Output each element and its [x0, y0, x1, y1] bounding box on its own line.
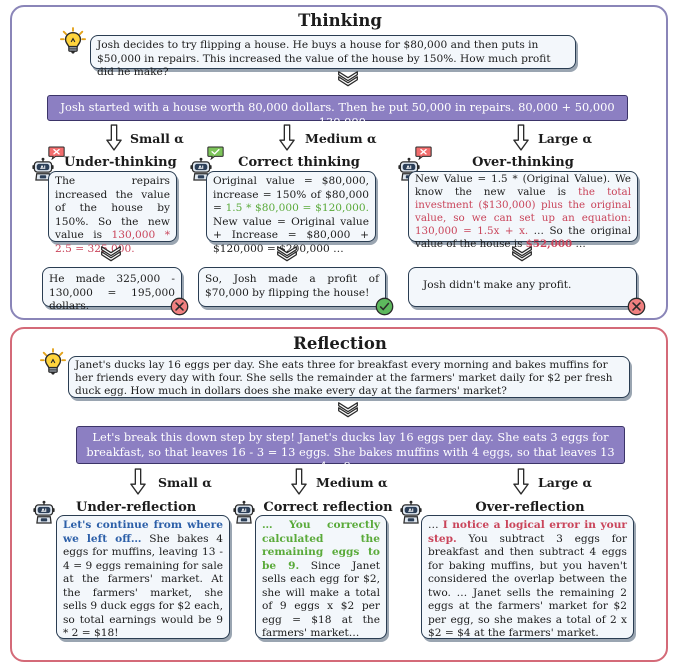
over-thinking-box: New Value = 1.5 * (Original Value). We k…: [408, 171, 638, 250]
under-reflection-highlight: Let's continue from where we left off…: [63, 519, 223, 545]
ai-robot-icon: [33, 500, 55, 524]
double-chevron-down-icon: [337, 401, 359, 418]
correct-thinking-highlight: 1.5 * $80,000 = $120,000.: [225, 202, 370, 215]
thinking-title: Thinking: [298, 11, 382, 30]
under-thinking-box: The repairs increased the value of the h…: [48, 171, 177, 255]
correct-reflection-text: Since Janet sells each egg for $2, she w…: [262, 559, 380, 640]
over-thinking-highlight: the total investment ($130,000) plus the…: [415, 185, 631, 237]
small-alpha-label: Small α: [158, 475, 212, 490]
down-arrow-icon: [130, 468, 146, 495]
correct-reflection-title: Correct reflection: [263, 500, 393, 515]
down-arrow-icon: [513, 468, 529, 495]
over-thinking-text-3: …: [572, 237, 586, 250]
correct-thinking-title: Correct thinking: [238, 155, 360, 170]
over-thinking-text: New Value = 1.5 * (Original Value). We k…: [415, 173, 631, 198]
thinking-panel: [10, 5, 668, 320]
medium-alpha-label: Medium α: [305, 131, 377, 146]
under-thinking-answer: He made 325,000 - 130,000 = 195,000 doll…: [49, 273, 175, 313]
thinking-question-box: Josh decides to try flipping a house. He…: [90, 35, 576, 78]
ai-robot-icon: [400, 500, 422, 524]
double-chevron-down-icon: [511, 245, 533, 262]
over-thinking-answer-box: Josh didn't make any profit.: [408, 267, 637, 307]
under-thinking-answer-box: He made 325,000 - 130,000 = 195,000 doll…: [42, 267, 182, 312]
correct-thinking-answer: So, Josh made a profit of $70,000 by fli…: [205, 273, 379, 299]
small-alpha-label: Small α: [130, 131, 184, 146]
reflection-step-text: Let's break this down step by step! Jane…: [86, 430, 615, 474]
double-chevron-down-icon: [337, 70, 359, 87]
under-reflection-text: She bakes 4 eggs for muffins, leaving 13…: [63, 532, 223, 640]
over-reflection-title: Over-reflection: [475, 500, 585, 515]
wrong-x-icon: [627, 297, 646, 316]
reflection-step-bar: Let's break this down step by step! Jane…: [76, 426, 625, 473]
under-reflection-title: Under-reflection: [76, 500, 197, 515]
under-thinking-title: Under-thinking: [64, 155, 177, 170]
down-arrow-icon: [279, 124, 295, 151]
lightbulb-icon: [40, 348, 66, 376]
over-reflection-highlight: I notice a logical error in your step.: [428, 519, 628, 545]
correct-reflection-box: … You correctly calculated the remaining…: [255, 515, 387, 639]
correct-check-icon: [375, 297, 394, 316]
thinking-step-text: Josh started with a house worth 80,000 d…: [60, 100, 615, 129]
down-arrow-icon: [513, 124, 529, 151]
reflection-panel: [10, 327, 668, 662]
reflection-question-box: Janet's ducks lay 16 eggs per day. She e…: [68, 356, 630, 398]
lightbulb-icon: [60, 27, 86, 55]
wrong-x-icon: [170, 297, 189, 316]
medium-alpha-label: Medium α: [316, 475, 388, 490]
over-thinking-answer: Josh didn't make any profit.: [423, 279, 572, 291]
reflection-question-text: Janet's ducks lay 16 eggs per day. She e…: [75, 359, 613, 397]
correct-reflection-highlight: … You correctly calculated the remaining…: [262, 519, 380, 572]
correct-thinking-text: Original value = $80,000, increase = 150…: [213, 175, 369, 215]
large-alpha-label: Large α: [538, 475, 593, 490]
ai-robot-icon: [233, 500, 255, 524]
under-thinking-text: The repairs increased the value of the h…: [55, 175, 170, 242]
down-arrow-icon: [291, 468, 307, 495]
over-reflection-box: … I notice a logical error in your step.…: [421, 515, 634, 639]
double-chevron-down-icon: [100, 245, 122, 262]
large-alpha-label: Large α: [538, 131, 593, 146]
down-arrow-icon: [106, 124, 122, 151]
over-thinking-text-2: … So the original value of the house is: [415, 224, 631, 250]
thinking-question-text: Josh decides to try flipping a house. He…: [97, 39, 551, 79]
over-thinking-title: Over-thinking: [472, 155, 574, 170]
under-reflection-box: Let's continue from where we left off… S…: [56, 515, 230, 639]
over-reflection-text: …: [428, 519, 443, 531]
correct-thinking-answer-box: So, Josh made a profit of $70,000 by fli…: [198, 267, 386, 307]
over-thinking-highlight-2: $52,000: [525, 237, 573, 250]
correct-thinking-box: Original value = $80,000, increase = 150…: [206, 171, 376, 255]
reflection-title: Reflection: [293, 334, 387, 353]
thinking-step-bar: Josh started with a house worth 80,000 d…: [47, 95, 628, 129]
double-chevron-down-icon: [276, 245, 298, 262]
over-reflection-text-2: You subtract 3 eggs for breakfast and th…: [428, 532, 627, 640]
